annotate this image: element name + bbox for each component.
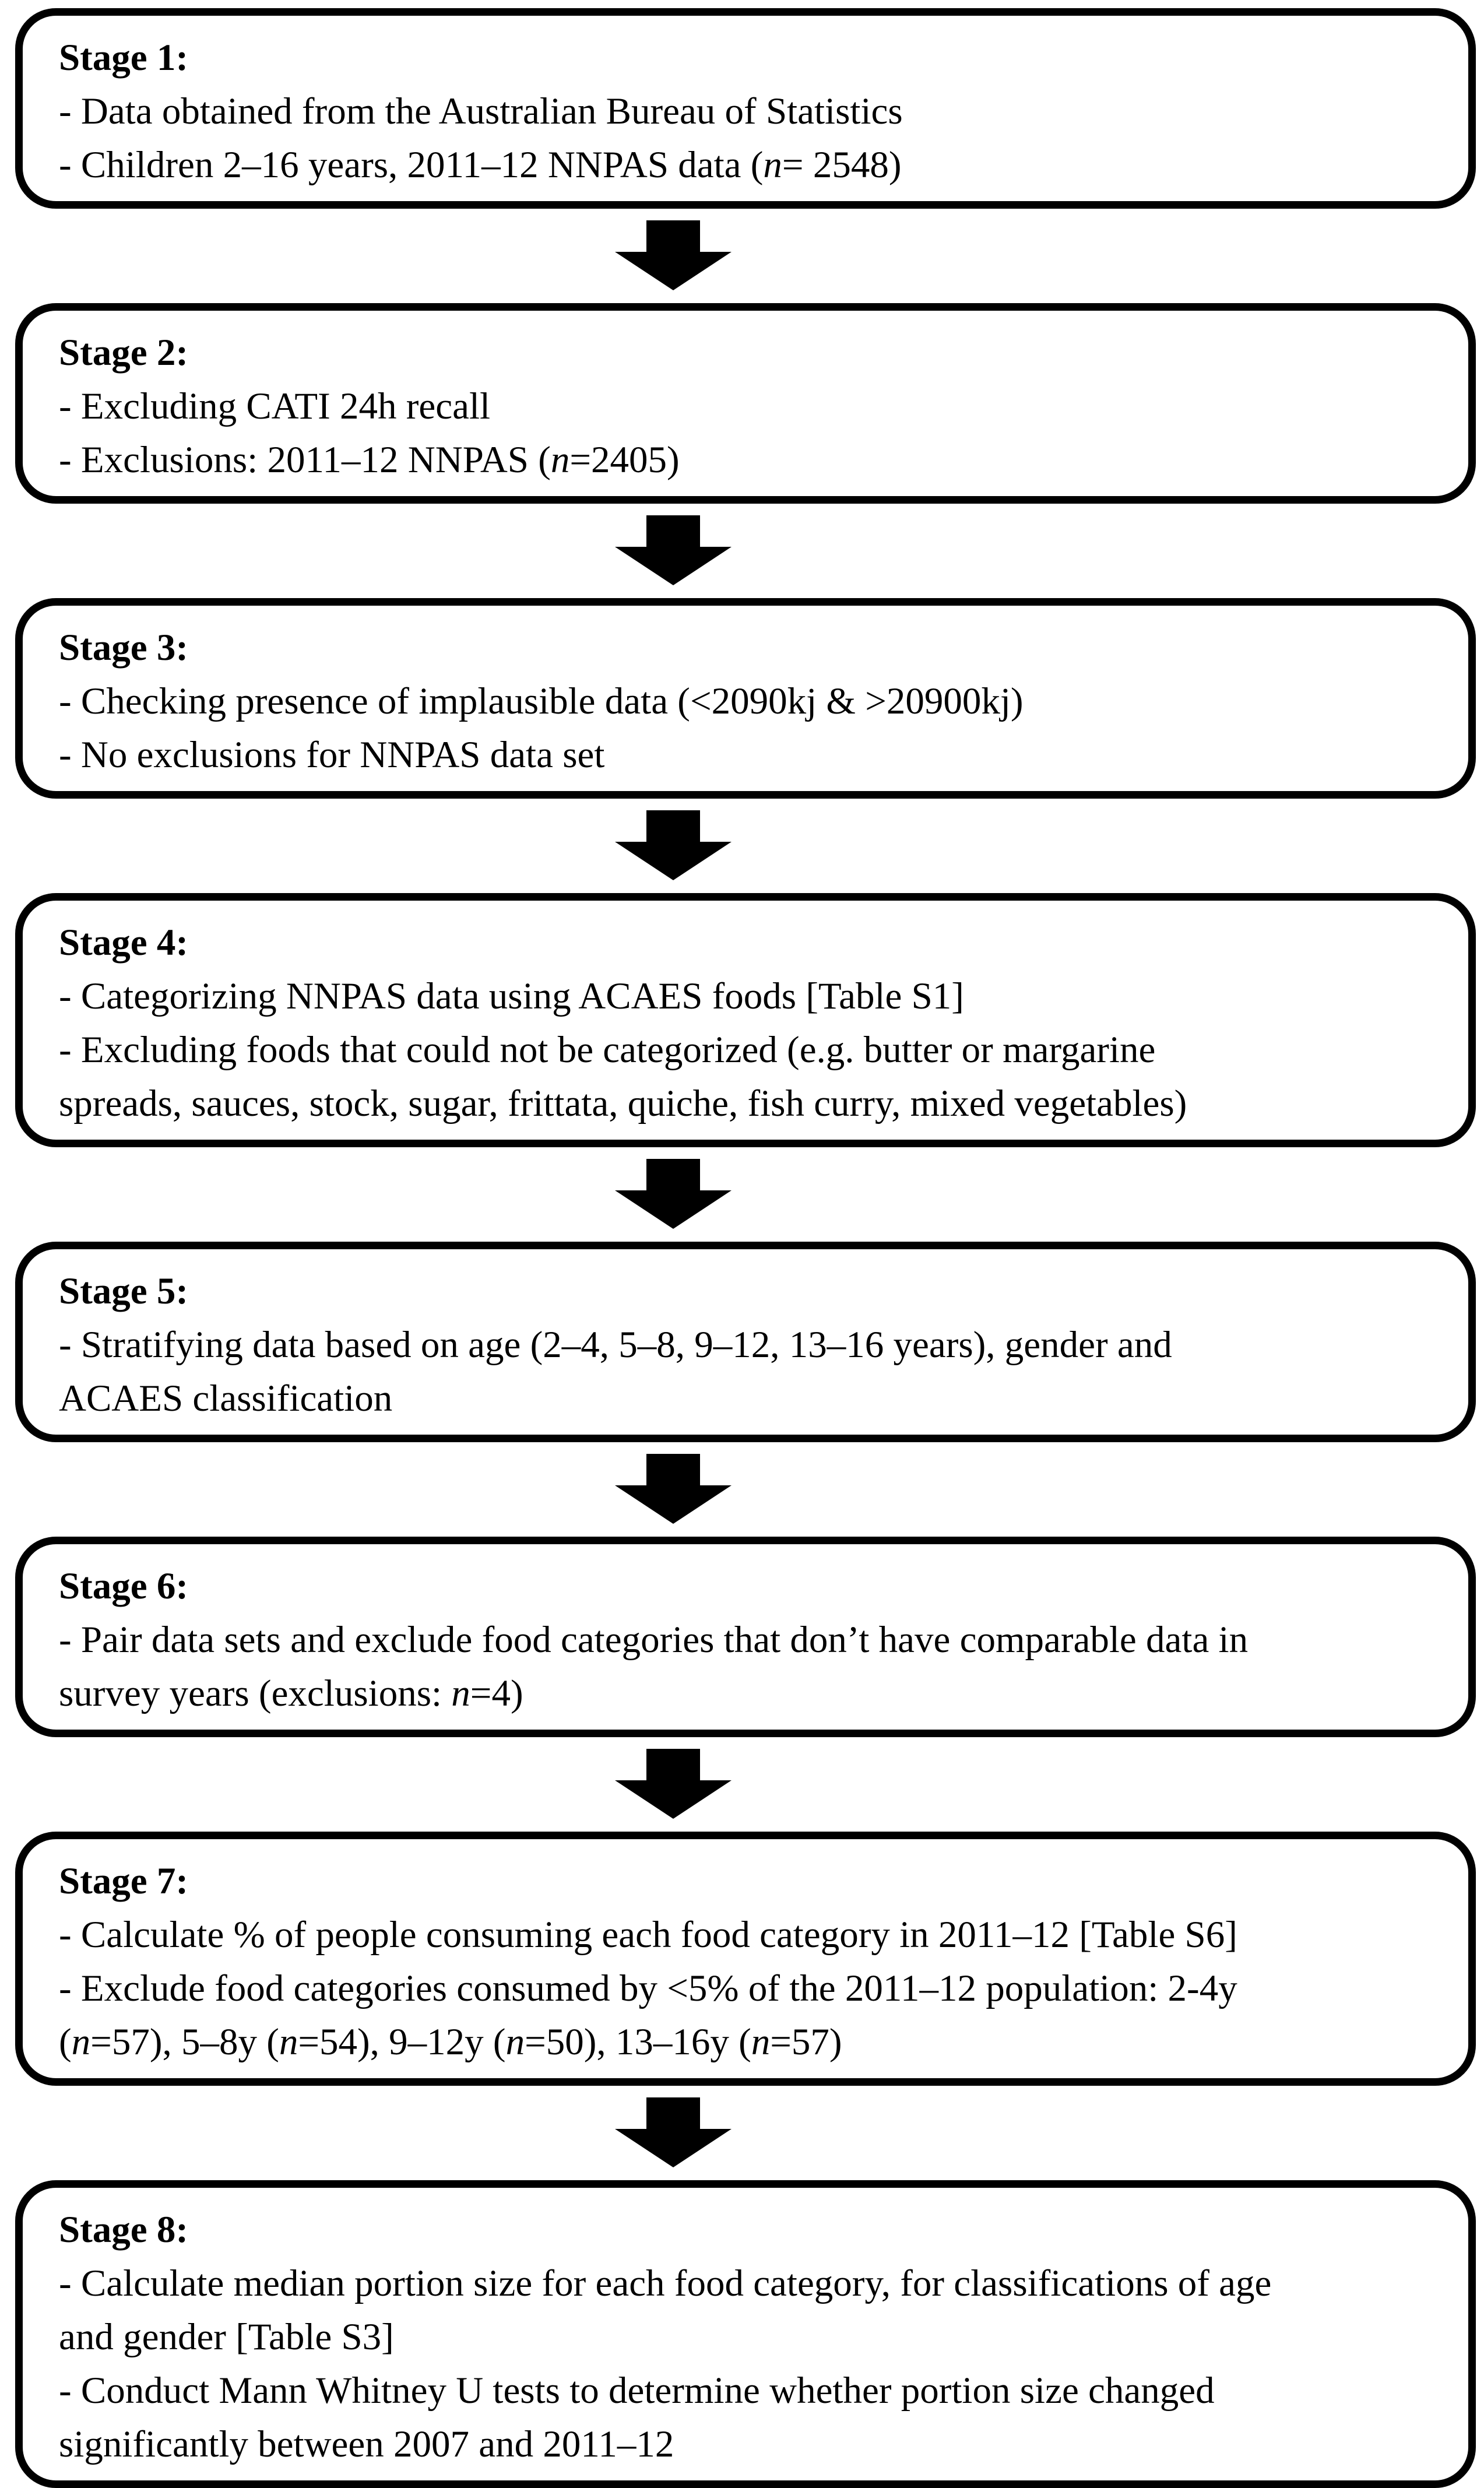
arrow-stem (646, 515, 700, 547)
flow-connector (0, 1442, 1484, 1537)
stage-1-line-2: - Children 2–16 years, 2011–12 NNPAS dat… (59, 144, 902, 186)
down-arrow-icon (615, 1159, 732, 1229)
stage-5-line-2: ACAES classification (59, 1377, 393, 1419)
stage-1-line-1: - Data obtained from the Australian Bure… (59, 90, 903, 132)
arrow-head (615, 1190, 732, 1229)
stage-3-title: Stage 3: (59, 627, 189, 669)
arrow-head (615, 1485, 732, 1524)
stage-6-box: Stage 6: - Pair data sets and exclude foo… (15, 1537, 1476, 1737)
stage-7-line-3: (n=57), 5–8y (n=54), 9–12y (n=50), 13–16… (59, 2021, 842, 2063)
stage-2-line-1: - Excluding CATI 24h recall (59, 385, 491, 427)
stage-7-line-1: - Calculate % of people consuming each f… (59, 1914, 1237, 1956)
arrow-stem (646, 1159, 700, 1190)
stage-4-box: Stage 4: - Categorizing NNPAS data using … (15, 893, 1476, 1147)
stage-1-box: Stage 1: - Data obtained from the Austral… (15, 8, 1476, 209)
stage-6-line-1: - Pair data sets and exclude food catego… (59, 1619, 1249, 1661)
flowchart: Stage 1: - Data obtained from the Austral… (0, 8, 1484, 2488)
stage-4-line-1: - Categorizing NNPAS data using ACAES fo… (59, 975, 964, 1017)
stage-1-title: Stage 1: (59, 37, 189, 79)
stage-8-box: Stage 8: - Calculate median portion size … (15, 2180, 1476, 2488)
down-arrow-icon (615, 1749, 732, 1819)
arrow-stem (646, 810, 700, 842)
stage-5-box: Stage 5: - Stratifying data based on age … (15, 1242, 1476, 1442)
stage-8-line-3: - Conduct Mann Whitney U tests to determ… (59, 2370, 1215, 2412)
flow-connector (0, 1737, 1484, 1832)
down-arrow-icon (615, 220, 732, 290)
stage-4-line-2: - Excluding foods that could not be cate… (59, 1029, 1156, 1071)
stage-8-title: Stage 8: (59, 2209, 189, 2251)
stage-3-line-2: - No exclusions for NNPAS data set (59, 734, 605, 776)
flow-connector (0, 504, 1484, 598)
stage-7-title: Stage 7: (59, 1860, 189, 1902)
arrow-head (615, 1780, 732, 1819)
stage-2-box: Stage 2: - Excluding CATI 24h recall - Exc… (15, 303, 1476, 504)
down-arrow-icon (615, 2097, 732, 2167)
arrow-head (615, 2129, 732, 2167)
stage-4-line-3: spreads, sauces, stock, sugar, frittata,… (59, 1083, 1187, 1124)
stage-2-title: Stage 2: (59, 332, 189, 374)
stage-8-line-1: - Calculate median portion size for each… (59, 2262, 1272, 2304)
stage-8-line-2: and gender [Table S3] (59, 2316, 394, 2358)
arrow-head (615, 252, 732, 290)
down-arrow-icon (615, 1454, 732, 1524)
arrow-stem (646, 1749, 700, 1780)
stage-3-line-1: - Checking presence of implausible data … (59, 680, 1024, 722)
arrow-stem (646, 1454, 700, 1485)
arrow-head (615, 547, 732, 585)
stage-6-line-2: survey years (exclusions: n=4) (59, 1672, 523, 1714)
down-arrow-icon (615, 810, 732, 880)
arrow-stem (646, 220, 700, 252)
stage-7-line-2: - Exclude food categories consumed by <5… (59, 1967, 1237, 2009)
flow-connector (0, 209, 1484, 303)
stage-6-title: Stage 6: (59, 1565, 189, 1607)
arrow-head (615, 842, 732, 880)
flow-connector (0, 1147, 1484, 1242)
flow-connector (0, 799, 1484, 893)
stage-5-line-1: - Stratifying data based on age (2–4, 5–… (59, 1324, 1172, 1366)
arrow-stem (646, 2097, 700, 2129)
stage-7-box: Stage 7: - Calculate % of people consumin… (15, 1832, 1476, 2086)
stage-3-box: Stage 3: - Checking presence of implausib… (15, 598, 1476, 799)
flow-connector (0, 2086, 1484, 2180)
down-arrow-icon (615, 515, 732, 585)
stage-8-line-4: significantly between 2007 and 2011–12 (59, 2423, 674, 2465)
stage-4-title: Stage 4: (59, 922, 189, 964)
stage-2-line-2: - Exclusions: 2011–12 NNPAS (n=2405) (59, 439, 680, 481)
stage-5-title: Stage 5: (59, 1270, 189, 1312)
